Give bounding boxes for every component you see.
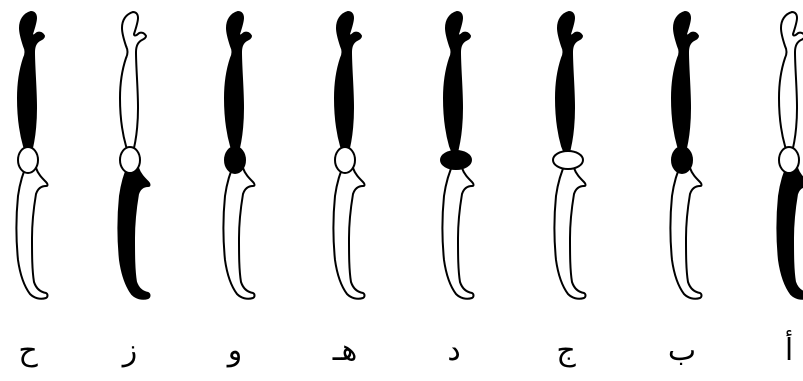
upper-stroke (18, 12, 44, 156)
upper-stroke (120, 12, 146, 156)
upper-stroke (779, 12, 803, 156)
label-waw: و (215, 334, 255, 368)
label-alif: أ (769, 334, 803, 368)
lower-stroke (119, 162, 150, 299)
glyph-2 (119, 12, 150, 299)
upper-stroke (556, 12, 582, 156)
upper-stroke (225, 12, 251, 156)
glyph-8 (778, 12, 803, 299)
lower-stroke (671, 162, 702, 299)
lower-stroke (443, 162, 474, 299)
lower-stroke (334, 162, 365, 299)
joint-dot (441, 151, 471, 169)
upper-stroke (444, 12, 470, 156)
label-zay: ز (110, 334, 150, 368)
joint-dot (553, 151, 583, 169)
joint-dot (779, 147, 799, 173)
upper-stroke (672, 12, 698, 156)
label-ha: ح (8, 334, 48, 368)
glyph-1 (17, 12, 48, 299)
joint-dot (225, 147, 245, 173)
joint-dot (18, 147, 38, 173)
upper-stroke (335, 12, 361, 156)
glyph-6 (553, 12, 586, 299)
joint-dot (120, 147, 140, 173)
glyph-5 (441, 12, 474, 299)
glyph-7 (671, 12, 702, 299)
lower-stroke (778, 162, 803, 299)
glyph-3 (224, 12, 255, 299)
glyph-4 (334, 12, 365, 299)
label-jim: ج (546, 334, 586, 368)
label-ha2: هـ (325, 334, 365, 368)
lower-stroke (224, 162, 255, 299)
lower-stroke (17, 162, 48, 299)
joint-dot (335, 147, 355, 173)
label-ba: ب (662, 334, 702, 368)
label-dal: د (434, 334, 474, 368)
joint-dot (672, 147, 692, 173)
lower-stroke (555, 162, 586, 299)
